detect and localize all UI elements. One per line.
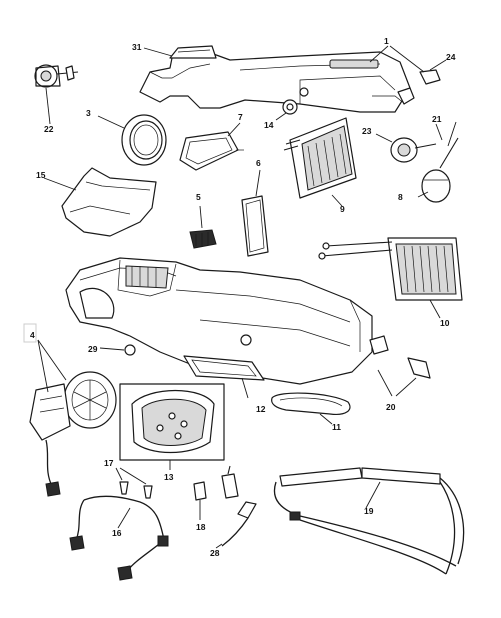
part-connector-5 [189,205,217,249]
part-hose-19 [273,467,465,575]
callout-labels: 1 12 3 4 5 6 7 8 9 10 11 13 14 15 16 17 … [30,36,456,558]
callout-7: 7 [238,112,243,122]
callout-19: 19 [364,506,374,516]
part-vacuum-canister-8 [417,123,459,203]
part-seal-11 [271,392,351,425]
callout-29: 29 [88,344,98,354]
callout-15: 15 [36,170,46,180]
callout-9: 9 [340,204,345,214]
part-actuator-23 [375,133,437,163]
callout-8: 8 [398,192,403,202]
callout-3: 3 [86,108,91,118]
part-inset-13 [119,383,225,470]
part-heater-core-9 [283,117,357,207]
callout-31: 31 [132,42,142,52]
callout-6: 6 [256,158,261,168]
part-lower-cover-15 [43,167,157,237]
callout-4: 4 [30,330,35,340]
leader-1a [369,45,389,63]
callout-16: 16 [112,528,122,538]
callout-18: 18 [196,522,206,532]
part-evaporator-10 [318,237,463,319]
leader-21 [447,121,457,147]
part-vacuum-actuator-22 [34,64,79,125]
callout-20: 20 [386,402,396,412]
callout-24: 24 [446,52,456,62]
callout-1: 1 [384,36,389,46]
part-harness-16 [69,495,169,581]
callout-22: 22 [44,124,54,134]
callout-17: 17 [104,458,114,468]
part-gasket-12 [183,355,265,399]
margin-marker [23,323,37,343]
part-fitting-20 [377,357,431,397]
callout-2: 12 [256,404,266,414]
callout-11: 11 [332,422,341,432]
callout-5: 5 [196,192,201,202]
leader-1b [389,45,425,73]
part-blower-ring-3 [97,114,167,166]
part-screws-17 [115,467,153,499]
leader-31 [143,47,173,57]
part-fitting-24 [419,59,447,85]
part-sensor-28 [215,465,257,549]
part-upper-housing [139,45,415,113]
part-clip-18 [193,481,207,520]
callout-23: 23 [362,126,372,136]
part-grommet-14 [275,99,298,121]
callout-10: 10 [440,318,450,328]
part-door-7 [179,122,244,171]
part-lower-housing-2 [65,257,389,385]
callout-14: 14 [264,120,274,130]
callout-21: 21 [432,114,442,124]
callout-28: 28 [210,548,220,558]
callout-13: 13 [164,472,174,482]
part-seal-6 [241,169,269,257]
part-blower-motor-4 [29,339,117,497]
